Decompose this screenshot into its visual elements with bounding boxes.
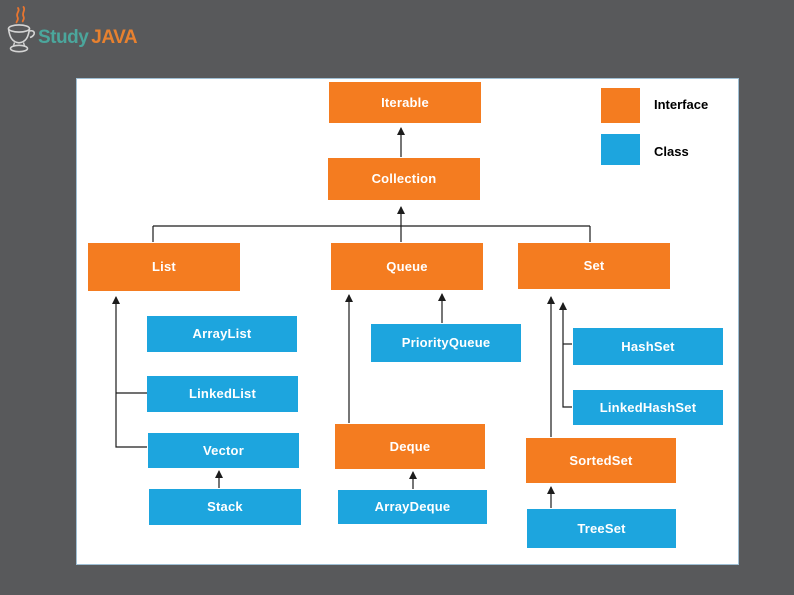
node-iterable: Iterable bbox=[329, 82, 481, 123]
legend-interface-label: Interface bbox=[654, 97, 709, 112]
node-list: List bbox=[88, 243, 240, 291]
node-vector: Vector bbox=[148, 433, 299, 468]
node-collection: Collection bbox=[328, 158, 480, 200]
node-deque: Deque bbox=[335, 424, 485, 469]
node-treeset: TreeSet bbox=[527, 509, 676, 548]
node-queue: Queue bbox=[331, 243, 483, 290]
legend-class-label: Class bbox=[654, 144, 689, 159]
coffee-cup-icon bbox=[7, 6, 36, 53]
node-hashset: HashSet bbox=[573, 328, 723, 365]
brand-java-text: JAVA bbox=[91, 27, 138, 48]
brand-study-text: Study bbox=[38, 27, 89, 48]
node-linkedlist: LinkedList bbox=[147, 376, 298, 412]
legend-interface-swatch bbox=[601, 88, 640, 123]
legend-class-swatch bbox=[601, 134, 640, 165]
node-linkedhashset: LinkedHashSet bbox=[573, 390, 723, 425]
node-set: Set bbox=[518, 243, 670, 289]
node-arraydeque: ArrayDeque bbox=[338, 490, 487, 524]
node-arraylist: ArrayList bbox=[147, 316, 297, 352]
node-stack: Stack bbox=[149, 489, 301, 525]
node-sortedset: SortedSet bbox=[526, 438, 676, 483]
node-priorityqueue: PriorityQueue bbox=[371, 324, 521, 362]
